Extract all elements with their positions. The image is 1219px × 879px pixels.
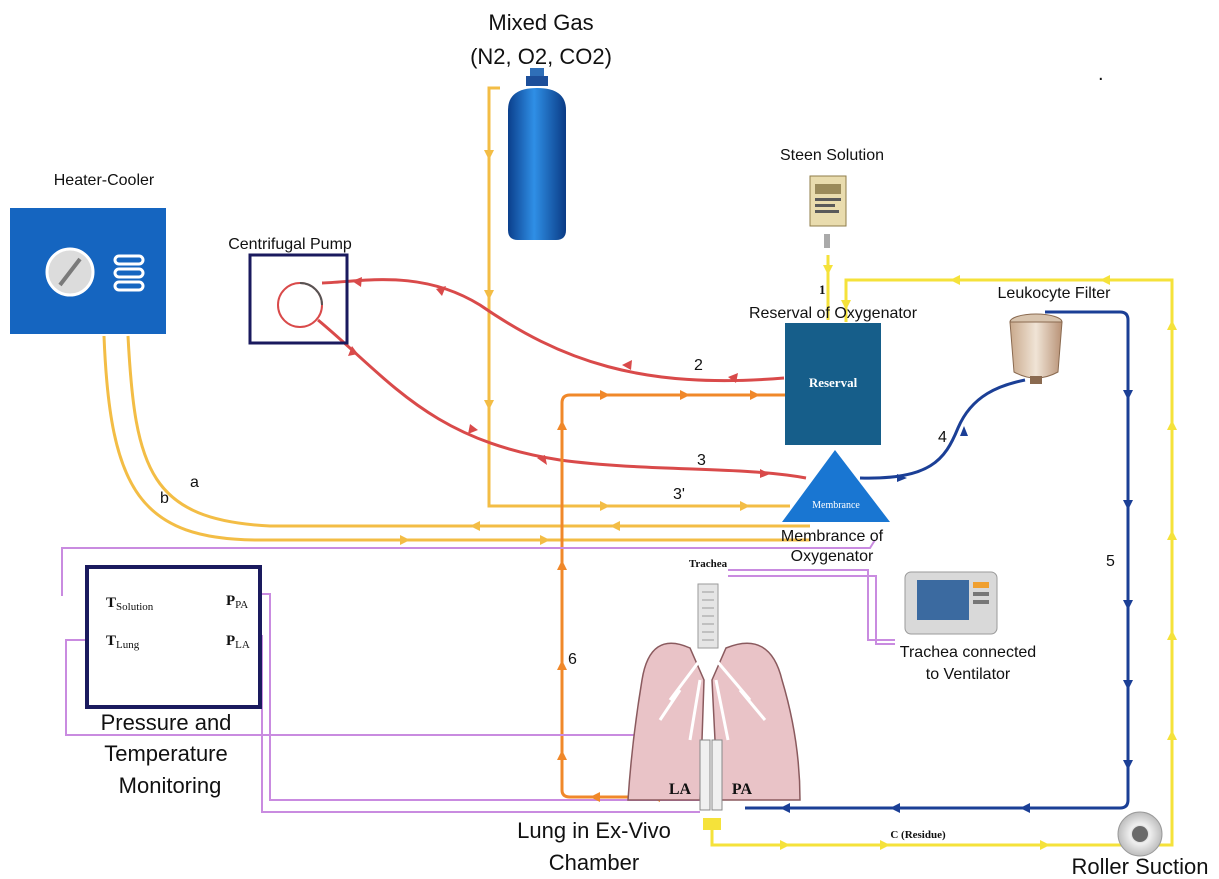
membrance-triangle-label: Membrance xyxy=(812,500,860,511)
p-pa-readout: PPA xyxy=(226,593,248,611)
line-number-3-prime: 3' xyxy=(673,486,685,503)
orange-line-6 xyxy=(560,393,785,799)
residue-label: C (Residue) xyxy=(890,829,946,841)
la-label: LA xyxy=(669,781,692,798)
pressure-temp-label-2: Temperature xyxy=(104,741,228,766)
centrifugal-pump xyxy=(248,253,349,345)
line-number-2: 2 xyxy=(694,357,703,374)
navy-line-4 xyxy=(859,378,1026,480)
line-number-3: 3 xyxy=(697,452,706,469)
yellow-return-line xyxy=(710,278,1174,847)
line-label-a: a xyxy=(190,474,199,491)
lung-icon xyxy=(627,583,801,811)
pa-label: PA xyxy=(732,781,753,798)
heater-line-a xyxy=(126,335,810,528)
membrance-of-oxygenator-label-1: Membrance of xyxy=(781,528,884,545)
line-number-1: 1 xyxy=(819,282,826,297)
violet-line-trachea xyxy=(728,569,895,641)
reserval-box-label: Reserval xyxy=(809,375,858,390)
violet-line-left xyxy=(65,639,648,736)
steen-solution-bag-icon xyxy=(809,175,847,248)
monitoring-box xyxy=(85,565,262,709)
centrifugal-pump-label: Centrifugal Pump xyxy=(228,236,352,253)
p-la-readout: PLA xyxy=(226,633,250,651)
lung-chamber-label-2: Chamber xyxy=(549,850,639,875)
red-line-2 xyxy=(321,278,785,383)
gas-cylinder-icon xyxy=(508,68,566,240)
line-label-b: b xyxy=(160,490,169,507)
dot-mark: . xyxy=(1098,63,1104,85)
mixed-gas-label-2: (N2, O2, CO2) xyxy=(470,44,612,69)
line-number-4: 4 xyxy=(938,429,947,446)
membrance-oxygenator-triangle xyxy=(782,450,890,522)
ventilator-icon xyxy=(904,571,998,635)
red-line-3 xyxy=(317,318,807,480)
trachea-label: Trachea xyxy=(689,558,728,570)
t-solution-readout: TSolution xyxy=(106,595,154,613)
violet-line-top xyxy=(61,539,876,596)
reserval-of-oxygenator-label: Reserval of Oxygenator xyxy=(749,305,918,322)
steen-solution-label: Steen Solution xyxy=(780,147,884,164)
roller-suction-icon xyxy=(1117,811,1163,857)
residue-connector xyxy=(703,818,721,830)
navy-line-5 xyxy=(745,310,1130,810)
lung-chamber-label-1: Lung in Ex-Vivo xyxy=(517,818,671,843)
pressure-temp-label-1: Pressure and xyxy=(101,710,232,735)
membrance-of-oxygenator-label-2: Oxygenator xyxy=(791,548,874,565)
trachea-ventilator-label-1: Trachea connected xyxy=(900,644,1036,661)
leukocyte-filter-icon xyxy=(1009,313,1063,384)
trachea-ventilator-label-2: to Ventilator xyxy=(926,666,1011,683)
t-lung-readout: TLung xyxy=(106,633,140,651)
mixed-gas-label-1: Mixed Gas xyxy=(488,10,593,35)
reserval-box xyxy=(785,323,881,445)
violet-line-ppa xyxy=(262,593,700,801)
heater-line-b xyxy=(102,335,810,542)
leukocyte-filter-label: Leukocyte Filter xyxy=(998,285,1112,302)
line-number-5: 5 xyxy=(1106,553,1115,570)
pressure-temp-label-3: Monitoring xyxy=(119,773,222,798)
line-number-6: 6 xyxy=(568,651,577,668)
violet-line-trachea-2 xyxy=(728,575,895,645)
roller-suction-label: Roller Suction xyxy=(1072,854,1209,879)
heater-cooler-label: Heater-Cooler xyxy=(54,172,155,189)
heater-cooler xyxy=(10,208,166,334)
